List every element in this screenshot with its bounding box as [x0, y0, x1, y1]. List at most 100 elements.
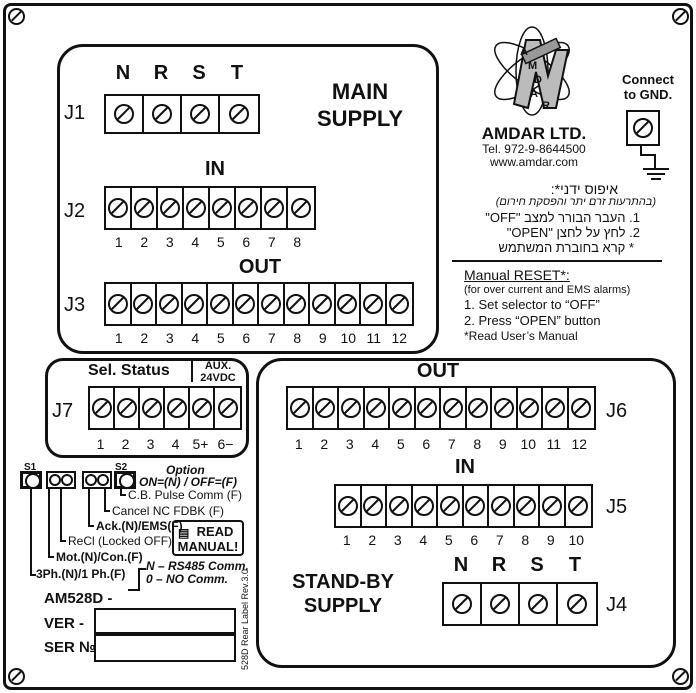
pin-number: 11	[546, 436, 562, 452]
pin-number: 4	[171, 436, 180, 452]
corner-screw-icon	[672, 8, 689, 25]
option-item-mot: Mot.(N)/Con.(F)	[56, 550, 143, 564]
pin-number: 3	[146, 436, 155, 452]
pin-number: 12	[391, 330, 408, 346]
dip-switch-knob-icon	[85, 474, 97, 486]
pin-number: 6	[242, 234, 251, 250]
leader-line	[30, 574, 36, 576]
pin-number: 7	[267, 330, 276, 346]
terminal-screw	[190, 388, 215, 428]
gnd-wire	[654, 154, 656, 168]
terminal-screw	[628, 112, 658, 144]
terminal-screw	[220, 96, 258, 132]
terminal-screw	[438, 486, 464, 526]
divider	[452, 260, 662, 262]
corner-screw-icon	[8, 668, 25, 685]
terminal-screw	[234, 284, 259, 324]
j3-out-label: OUT	[238, 256, 282, 278]
terminal-screw	[132, 284, 157, 324]
j1-header-n: N	[115, 62, 131, 84]
dip-switch-group[interactable]	[46, 471, 76, 489]
pin-number: 8	[473, 436, 482, 452]
pin-number: 3	[165, 234, 174, 250]
terminal-screw	[288, 388, 314, 428]
j7-numbers: 1 2 3 4 5+ 6−	[88, 436, 238, 452]
leader-line	[88, 525, 94, 527]
read-manual-badge: ▤ READ MANUAL!	[172, 520, 244, 556]
terminal-screw	[390, 388, 416, 428]
j6-numbers: 1 2 3 4 5 6 7 8 9 10 11 12	[286, 436, 592, 452]
terminal-screw	[569, 388, 595, 428]
logo-letter: R	[542, 100, 550, 112]
aux-divider	[191, 358, 193, 382]
terminal-screw	[336, 486, 362, 526]
j4-label: J4	[606, 594, 628, 616]
leader-line	[88, 489, 90, 526]
corner-screw-icon	[672, 668, 689, 685]
terminal-screw	[444, 584, 482, 624]
standby-supply-box	[256, 358, 676, 668]
gnd-wire	[640, 154, 656, 156]
brand-tel: Tel. 972-9-8644500	[482, 142, 586, 156]
j4-header-s: S	[530, 554, 544, 576]
terminal-screw	[464, 486, 489, 526]
option-title: Option	[166, 463, 205, 477]
ver-field[interactable]	[94, 608, 236, 634]
leader-line	[30, 489, 32, 575]
reset-en-title: Manual RESET*:	[464, 267, 570, 283]
logo-letter: A	[530, 88, 538, 100]
comm-n-line: N – RS485 Comm.	[146, 559, 249, 573]
j5-terminal-block	[334, 484, 593, 528]
terminal-screw	[90, 388, 115, 428]
leader-line	[120, 489, 122, 495]
pin-number: 1	[96, 436, 105, 452]
dip-switch-knob-icon	[25, 473, 41, 489]
leader-line	[48, 556, 54, 558]
ver-label: VER -	[44, 615, 85, 632]
terminal-screw	[106, 284, 132, 324]
pin-number: 5+	[192, 436, 209, 452]
terminal-screw	[540, 486, 566, 526]
reset-he-sub: (בהתרעות זרם יתר והפסקת חירום)	[495, 196, 656, 208]
amdar-logo: A M D A R	[476, 16, 588, 126]
s1-label: S1	[24, 462, 37, 473]
j3-terminal-block	[104, 282, 414, 326]
reset-he-title: איפוס ידני*:	[550, 181, 618, 197]
dip-switch-knob-icon	[49, 474, 61, 486]
pin-number: 5	[216, 330, 225, 346]
pin-number: 7	[495, 532, 504, 548]
pin-number: 7	[267, 234, 276, 250]
ser-field[interactable]	[94, 634, 236, 662]
terminal-screw	[288, 188, 314, 228]
option-item-cb-pulse: C.B. Pulse Comm (F)	[128, 488, 243, 502]
dip-switch-group[interactable]	[82, 471, 112, 489]
leader-line	[60, 489, 62, 541]
comm-zero-line: 0 – NO Comm.	[146, 572, 229, 586]
terminal-screw	[236, 188, 262, 228]
terminal-screw	[543, 388, 569, 428]
standby-title: STAND-BY SUPPLY	[292, 571, 394, 617]
terminal-screw	[314, 388, 339, 428]
label-revision: 528D Rear Label Rev.3.0	[240, 569, 250, 670]
pin-number: 4	[419, 532, 428, 548]
gnd-wire	[640, 146, 642, 156]
j4-header-n: N	[453, 554, 469, 576]
j1-terminal-block	[104, 94, 260, 134]
pin-number: 4	[191, 234, 200, 250]
terminal-screw	[132, 188, 158, 228]
leader-line	[138, 568, 146, 570]
leader-line	[104, 510, 110, 512]
pin-number: 6	[242, 330, 251, 346]
main-supply-title: MAIN SUPPLY	[316, 79, 403, 131]
j2-in-label: IN	[205, 158, 225, 180]
pin-number: 2	[140, 234, 149, 250]
pin-number: 5	[444, 532, 453, 548]
option-item-3ph: 3Ph.(N)/1 Ph.(F)	[36, 567, 126, 581]
reset-he-step2: 2. לחץ על לחצן "OPEN"	[506, 225, 640, 240]
terminal-screw	[520, 584, 558, 624]
standby-out-label: OUT	[416, 360, 460, 382]
pin-number: 2	[320, 436, 329, 452]
leader-line	[60, 540, 66, 542]
pin-number: 6−	[217, 436, 234, 452]
